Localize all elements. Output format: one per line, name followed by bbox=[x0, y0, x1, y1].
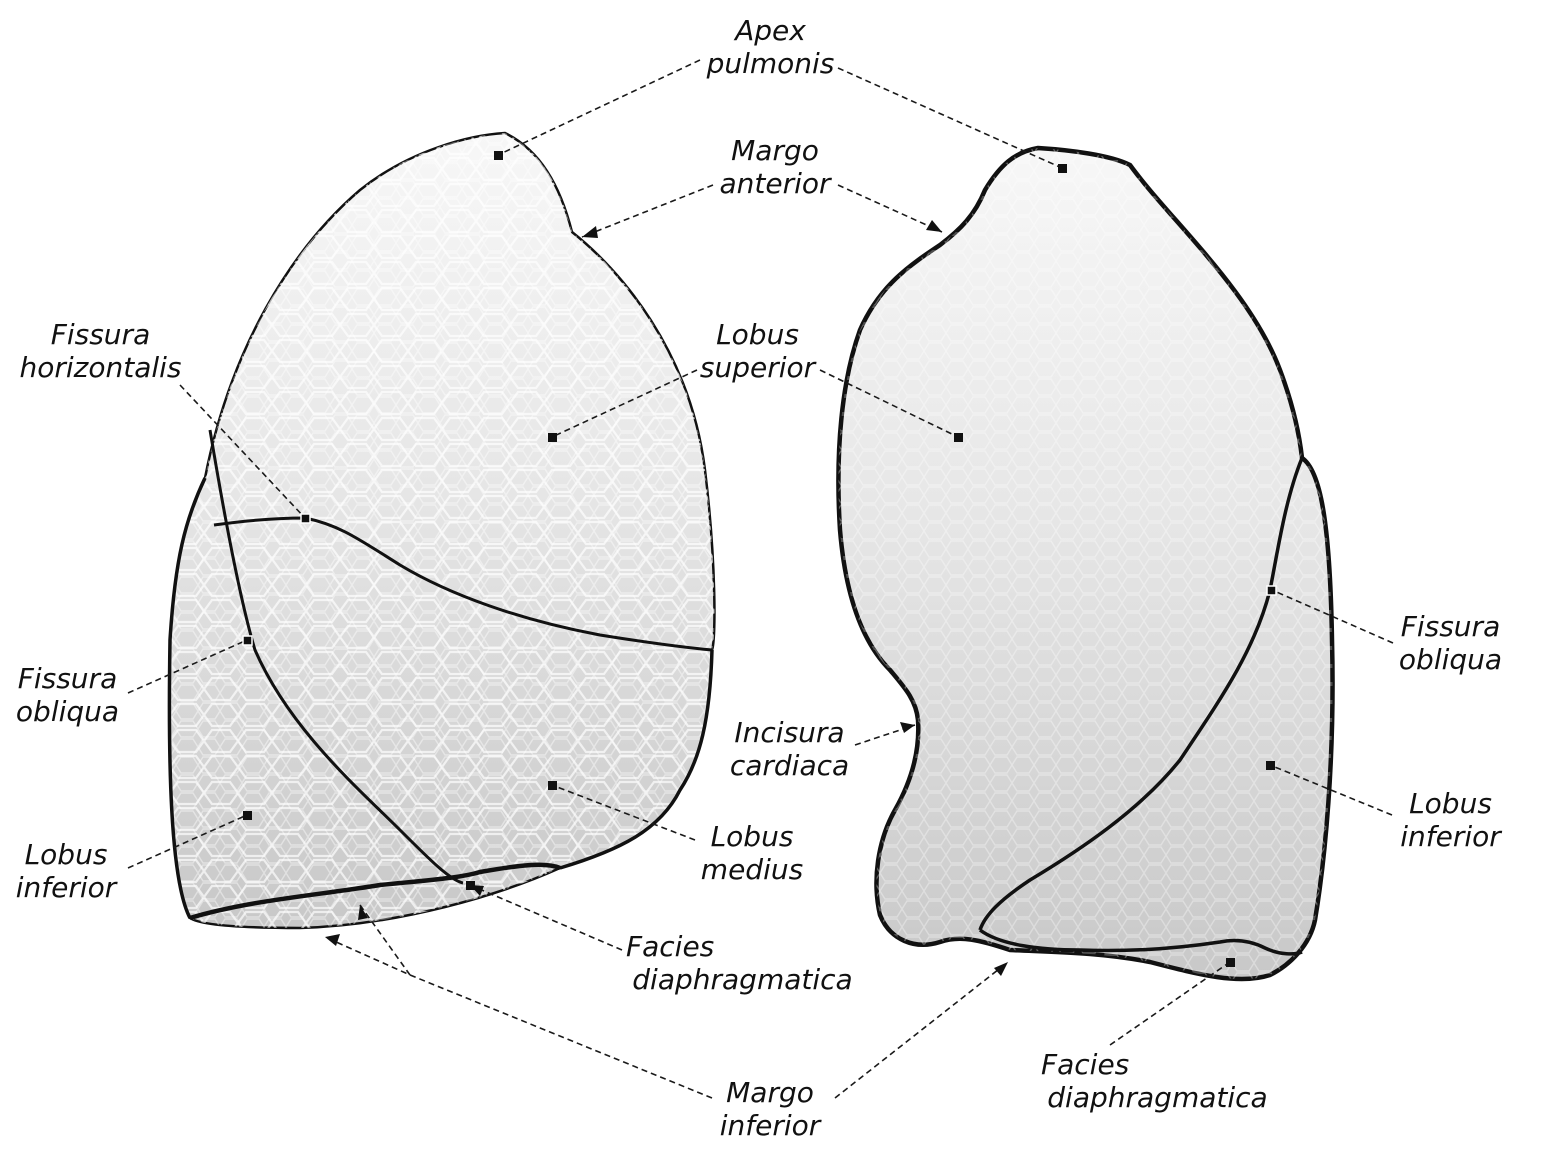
markers bbox=[242, 151, 1277, 967]
label-margo-inferior: Margo inferior bbox=[719, 1076, 821, 1142]
label-fissura-obliqua-left: Fissura obliqua bbox=[15, 662, 120, 728]
label-facies-diaphragmatica-center: Facies diaphragmatica bbox=[626, 930, 853, 996]
label-lobus-superior: Lobus superior bbox=[699, 318, 816, 384]
lung-three-lobes bbox=[167, 131, 716, 930]
label-apex-pulmonis: Apex pulmonis bbox=[706, 14, 835, 80]
label-fissura-horizontalis: Fissura horizontalis bbox=[19, 318, 182, 384]
label-incisura-cardiaca: Incisura cardiaca bbox=[729, 716, 850, 782]
leader-lines bbox=[127, 59, 1394, 1099]
fissura-obliqua-right-line bbox=[978, 457, 1304, 931]
fissura-obliqua-left-line bbox=[208, 429, 464, 885]
lung-two-lobes bbox=[836, 145, 1335, 982]
label-margo-anterior: Margo anterior bbox=[719, 134, 831, 200]
label-lobus-inferior-right: Lobus inferior bbox=[1400, 787, 1501, 853]
fissura-horizontalis-line bbox=[213, 516, 713, 652]
label-facies-diaphragmatica-right: Facies diaphragmatica bbox=[1041, 1048, 1268, 1114]
arrow-heads bbox=[325, 220, 1008, 976]
label-lobus-inferior-left: Lobus inferior bbox=[15, 838, 117, 904]
label-lobus-medius: Lobus medius bbox=[700, 820, 804, 886]
margo-inferior-right-line bbox=[978, 928, 1303, 956]
label-fissura-obliqua-right: Fissura obliqua bbox=[1398, 610, 1503, 676]
margo-inferior-left-line bbox=[189, 862, 561, 921]
